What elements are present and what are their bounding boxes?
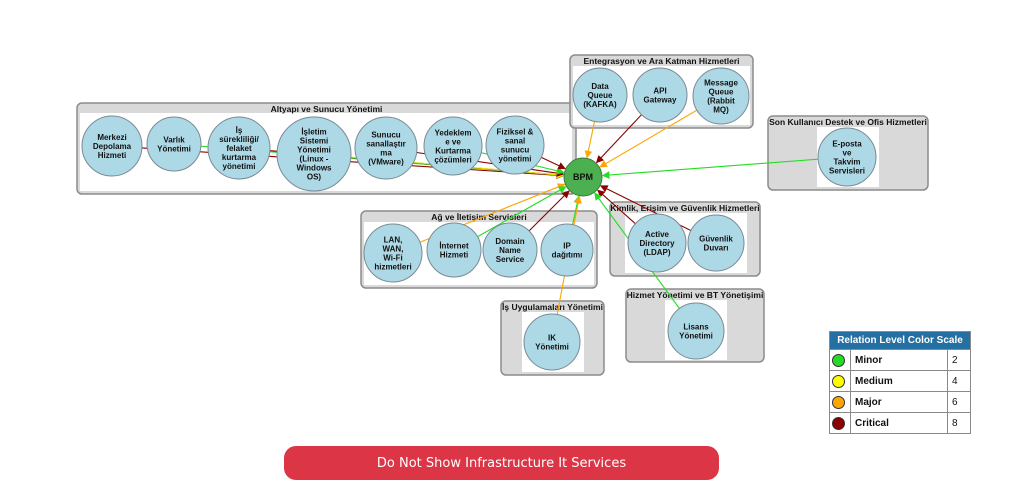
legend-level-value: 2	[947, 349, 971, 371]
legend-level-name: Minor	[850, 349, 948, 371]
node-label: BPM	[573, 172, 593, 182]
legend-title: Relation Level Color Scale	[829, 331, 971, 350]
node-circle[interactable]	[354, 116, 418, 180]
legend-level-name: Major	[850, 391, 948, 413]
legend-level-value: 6	[947, 391, 971, 413]
legend-row-critical: Critical 8	[829, 412, 971, 434]
node-circle[interactable]	[207, 116, 271, 180]
major-color-swatch-icon	[832, 395, 845, 409]
legend-level-value: 4	[947, 370, 971, 392]
group-title: Hizmet Yönetimi ve BT Yönetişimi	[627, 290, 764, 300]
node-circle[interactable]	[426, 222, 482, 278]
node-circle[interactable]	[485, 115, 545, 175]
group-title: Kimlik, Erişim ve Güvenlik Hizmetleri	[610, 203, 759, 213]
node-circle[interactable]	[276, 116, 352, 192]
node-circle[interactable]	[563, 157, 603, 197]
minor-color-swatch-icon	[832, 353, 845, 367]
node-circle[interactable]	[423, 116, 483, 176]
node-circle[interactable]	[687, 214, 745, 272]
legend-row-minor: Minor 2	[829, 349, 971, 371]
toggle-infrastructure-services-button[interactable]: Do Not Show Infrastructure It Services	[284, 446, 719, 480]
legend-row-major: Major 6	[829, 391, 971, 413]
group-title: Ağ ve İletişim Servisleri	[431, 212, 526, 222]
node-circle[interactable]	[817, 127, 877, 187]
legend-level-name: Critical	[850, 412, 948, 434]
legend-level-name: Medium	[850, 370, 948, 392]
node-circle[interactable]	[482, 222, 538, 278]
node-circle[interactable]	[540, 223, 594, 277]
node-circle[interactable]	[572, 67, 628, 123]
node-circle[interactable]	[81, 115, 143, 177]
node-circle[interactable]	[363, 223, 423, 283]
legend-row-medium: Medium 4	[829, 370, 971, 392]
node-bpm[interactable]: BPM	[563, 157, 603, 197]
edge-eposta-to-bpm[interactable]	[601, 156, 848, 179]
node-circle[interactable]	[523, 313, 581, 371]
group-title: İş Uygulamaları Yönetimi	[502, 302, 603, 312]
group-title: Son Kullanıcı Destek ve Ofis Hizmetleri	[769, 117, 927, 127]
node-circle[interactable]	[627, 213, 687, 273]
edge-lan-to-bpm[interactable]	[392, 183, 566, 254]
node-circle[interactable]	[667, 302, 725, 360]
legend-level-value: 8	[947, 412, 971, 434]
node-circle[interactable]	[692, 67, 750, 125]
relation-level-legend: Relation Level Color Scale Minor 2 Mediu…	[829, 331, 971, 434]
group-title: Altyapı ve Sunucu Yönetimi	[271, 104, 383, 114]
node-circle[interactable]	[632, 67, 688, 123]
group-title: Entegrasyon ve Ara Katman Hizmetleri	[583, 56, 739, 66]
medium-color-swatch-icon	[832, 374, 845, 388]
node-circle[interactable]	[146, 116, 202, 172]
critical-color-swatch-icon	[832, 416, 845, 430]
